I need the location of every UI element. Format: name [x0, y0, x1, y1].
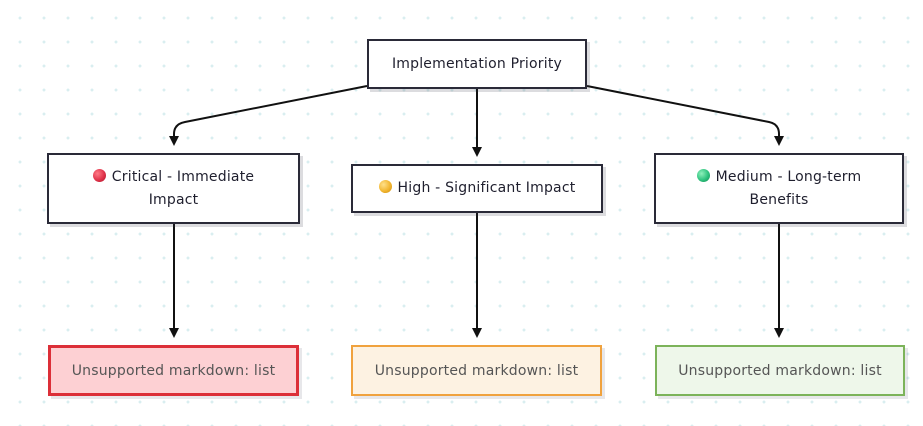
medium-detail-box[interactable]: Unsupported markdown: list [655, 345, 905, 396]
edge-root-to-critical [169, 85, 368, 146]
root-node-label: Implementation Priority [391, 55, 563, 72]
root-node[interactable]: Implementation Priority [367, 39, 587, 89]
medium-label-line1: Medium - Long-term [715, 168, 862, 185]
critical-node-label: Critical - Immediate Impact [92, 166, 255, 212]
critical-node[interactable]: Critical - Immediate Impact [47, 153, 300, 224]
critical-label-line2: Impact [148, 191, 199, 208]
edge-root-to-medium [586, 85, 784, 146]
medium-node-label: Medium - Long-term Benefits [696, 166, 862, 212]
high-detail-text: Unsupported markdown: list [374, 362, 579, 379]
critical-detail-text: Unsupported markdown: list [71, 362, 276, 379]
yellow-circle-icon [378, 180, 392, 193]
critical-detail-box[interactable]: Unsupported markdown: list [48, 345, 299, 396]
red-circle-icon [92, 168, 106, 182]
high-label-line1: High - Significant Impact [397, 180, 576, 196]
medium-label-line2: Benefits [749, 191, 809, 208]
green-circle-icon [696, 168, 710, 182]
critical-label-line1: Critical - Immediate [111, 168, 255, 185]
high-detail-box[interactable]: Unsupported markdown: list [351, 345, 602, 396]
high-node[interactable]: High - Significant Impact [351, 164, 603, 213]
medium-detail-text: Unsupported markdown: list [678, 362, 882, 379]
high-node-label: High - Significant Impact [378, 177, 576, 200]
medium-node[interactable]: Medium - Long-term Benefits [654, 153, 904, 224]
